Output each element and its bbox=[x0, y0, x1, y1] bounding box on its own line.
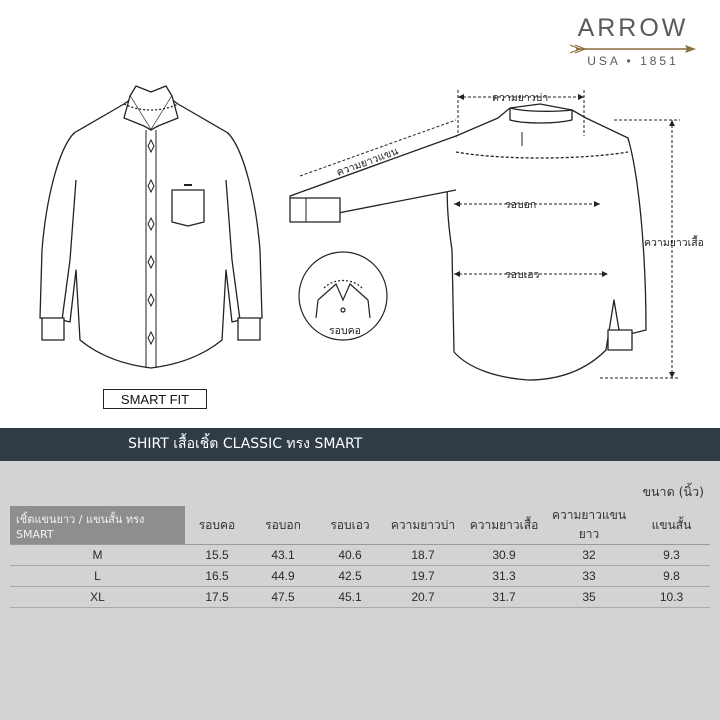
value-cell: 32 bbox=[545, 544, 633, 566]
column-header: แขนสั้น bbox=[633, 506, 710, 545]
length-label: ความยาวเสื้อ bbox=[644, 235, 704, 249]
front-logo-mark bbox=[184, 184, 192, 186]
size-table: เชิ้ตแขนยาว / แขนสั้น ทรง SMART รอบคอ รอ… bbox=[10, 506, 710, 608]
value-cell: 10.3 bbox=[633, 586, 710, 608]
value-cell: 30.9 bbox=[463, 544, 545, 566]
value-cell: 44.9 bbox=[249, 565, 317, 587]
collar-detail bbox=[298, 251, 388, 341]
value-cell: 47.5 bbox=[249, 586, 317, 608]
value-cell: 9.3 bbox=[633, 544, 710, 566]
table-header-row: เชิ้ตแขนยาว / แขนสั้น ทรง SMART รอบคอ รอ… bbox=[10, 506, 710, 545]
chest-label: รอบอก bbox=[505, 199, 536, 211]
collar-label: รอบคอ bbox=[329, 325, 361, 337]
fit-label: SMART FIT bbox=[103, 389, 207, 409]
value-cell: 9.8 bbox=[633, 565, 710, 587]
measurement-lines bbox=[299, 90, 680, 379]
table-row: L 16.5 44.9 42.5 19.7 31.3 33 9.8 bbox=[10, 565, 710, 587]
size-cell: L bbox=[10, 565, 185, 587]
value-cell: 31.3 bbox=[463, 565, 545, 587]
value-cell: 42.5 bbox=[317, 565, 383, 587]
value-cell: 40.6 bbox=[317, 544, 383, 566]
shirt-drawings: ความยาวบ่า ความยาวแขน รอบอก รอบเอว ความย… bbox=[39, 85, 704, 381]
brand-subtitle: USA • 1851 bbox=[587, 54, 679, 68]
value-cell: 31.7 bbox=[463, 586, 545, 608]
column-header: รอบเอว bbox=[317, 506, 383, 545]
brand-name: ARROW bbox=[577, 14, 689, 42]
value-cell: 17.5 bbox=[185, 586, 249, 608]
banner-title: SHIRT เสื้อเชิ้ต CLASSIC ทรง SMART bbox=[128, 436, 363, 452]
measurement-arrows bbox=[454, 94, 675, 378]
column-header: ความยาวแขนยาว bbox=[545, 506, 633, 545]
table-row: XL 17.5 47.5 45.1 20.7 31.7 35 10.3 bbox=[10, 586, 710, 608]
title-banner: SHIRT เสื้อเชิ้ต CLASSIC ทรง SMART bbox=[0, 428, 720, 461]
size-cell: M bbox=[10, 544, 185, 566]
value-cell: 15.5 bbox=[185, 544, 249, 566]
front-shirt-drawing bbox=[39, 85, 263, 369]
value-cell: 43.1 bbox=[249, 544, 317, 566]
value-cell: 33 bbox=[545, 565, 633, 587]
column-header: เชิ้ตแขนยาว / แขนสั้น ทรง SMART bbox=[10, 506, 185, 545]
value-cell: 16.5 bbox=[185, 565, 249, 587]
column-header: ความยาวเสื้อ bbox=[463, 506, 545, 545]
column-header: รอบอก bbox=[249, 506, 317, 545]
value-cell: 20.7 bbox=[383, 586, 463, 608]
product-diagram-area: ARROW USA • 1851 bbox=[39, 14, 704, 409]
arrow-logo-icon bbox=[570, 44, 696, 54]
column-header: รอบคอ bbox=[185, 506, 249, 545]
value-cell: 45.1 bbox=[317, 586, 383, 608]
value-cell: 35 bbox=[545, 586, 633, 608]
value-cell: 19.7 bbox=[383, 565, 463, 587]
column-header: ความยาวบ่า bbox=[383, 506, 463, 545]
back-shirt-drawing bbox=[289, 103, 647, 381]
front-buttons bbox=[147, 138, 155, 346]
value-cell: 18.7 bbox=[383, 544, 463, 566]
shoulder-label: ความยาวบ่า bbox=[492, 92, 548, 104]
waist-label: รอบเอว bbox=[505, 269, 540, 281]
size-cell: XL bbox=[10, 586, 185, 608]
brand-logo: ARROW USA • 1851 bbox=[568, 14, 698, 68]
table-row: M 15.5 43.1 40.6 18.7 30.9 32 9.3 bbox=[10, 544, 710, 566]
unit-label: ขนาด (นิ้ว) bbox=[642, 484, 704, 499]
